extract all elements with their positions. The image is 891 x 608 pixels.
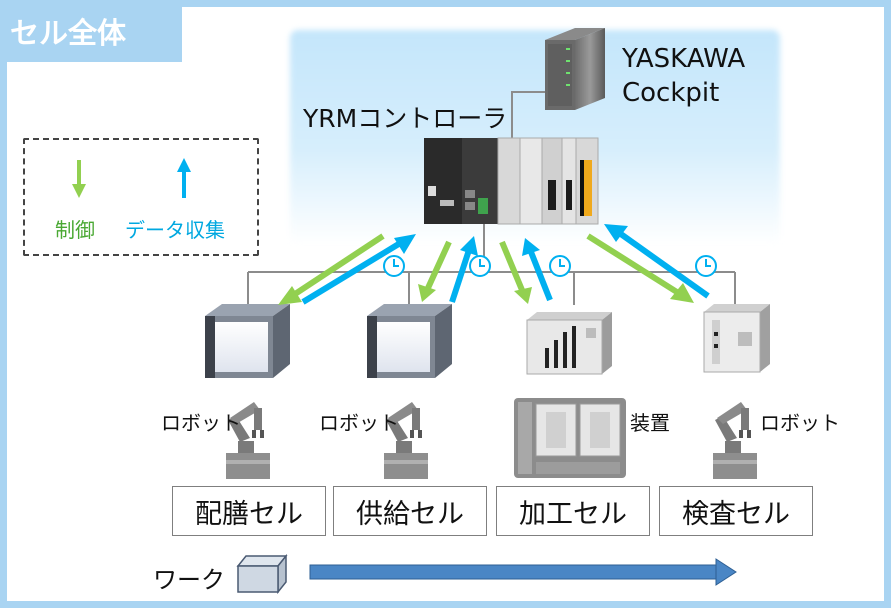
cell-box-inspection: 検査セル bbox=[659, 486, 813, 536]
clock-icon bbox=[695, 255, 717, 277]
clock-icon bbox=[383, 255, 405, 277]
device-type-label: 装置 bbox=[630, 411, 670, 435]
robot-controller-icon-1 bbox=[205, 304, 290, 378]
cell-box-processing: 加工セル bbox=[496, 486, 650, 536]
legend-collection-arrow bbox=[177, 158, 191, 198]
workpiece-cube-icon bbox=[236, 553, 288, 595]
cockpit-name-line1: YASKAWA bbox=[622, 44, 746, 74]
cell-label: 供給セル bbox=[356, 498, 464, 530]
workflow-arrow bbox=[309, 558, 737, 586]
robot-controller-icon-3 bbox=[703, 304, 770, 373]
controller-unit bbox=[424, 137, 599, 225]
cell-label: 配膳セル bbox=[195, 498, 303, 530]
machine-icon bbox=[514, 398, 626, 478]
diagram-title: セル全体 bbox=[10, 16, 127, 50]
cockpit-name-line2: Cockpit bbox=[622, 78, 720, 108]
title-tab: セル全体 bbox=[0, 0, 182, 62]
legend-box: 制御 データ収集 bbox=[23, 138, 259, 256]
robot-arm-icon bbox=[384, 402, 428, 479]
device-type-label: ロボット bbox=[161, 411, 241, 435]
legend-control-label: 制御 bbox=[55, 218, 95, 242]
control-arrows bbox=[278, 233, 694, 305]
cell-box-serving: 配膳セル bbox=[172, 486, 326, 536]
controller-label: YRMコントローラ bbox=[303, 104, 508, 133]
clock-icon bbox=[549, 255, 571, 277]
cell-box-supply: 供給セル bbox=[333, 486, 487, 536]
data-collection-arrows bbox=[301, 224, 710, 305]
robot-controller-icon-2 bbox=[367, 304, 452, 378]
clock-icon bbox=[469, 255, 491, 277]
robot-arm-icon bbox=[226, 402, 270, 479]
legend-collection-label: データ収集 bbox=[125, 218, 225, 242]
cell-label: 検査セル bbox=[682, 498, 790, 530]
robot-arm-icon bbox=[713, 402, 757, 479]
equipment-controller-icon bbox=[526, 312, 612, 375]
server-icon bbox=[545, 28, 605, 110]
cell-label: 加工セル bbox=[519, 498, 627, 530]
device-type-label: ロボット bbox=[319, 411, 399, 435]
workpiece-label: ワーク bbox=[153, 566, 225, 594]
device-type-label: ロボット bbox=[760, 411, 840, 435]
legend-control-arrow bbox=[72, 160, 86, 198]
